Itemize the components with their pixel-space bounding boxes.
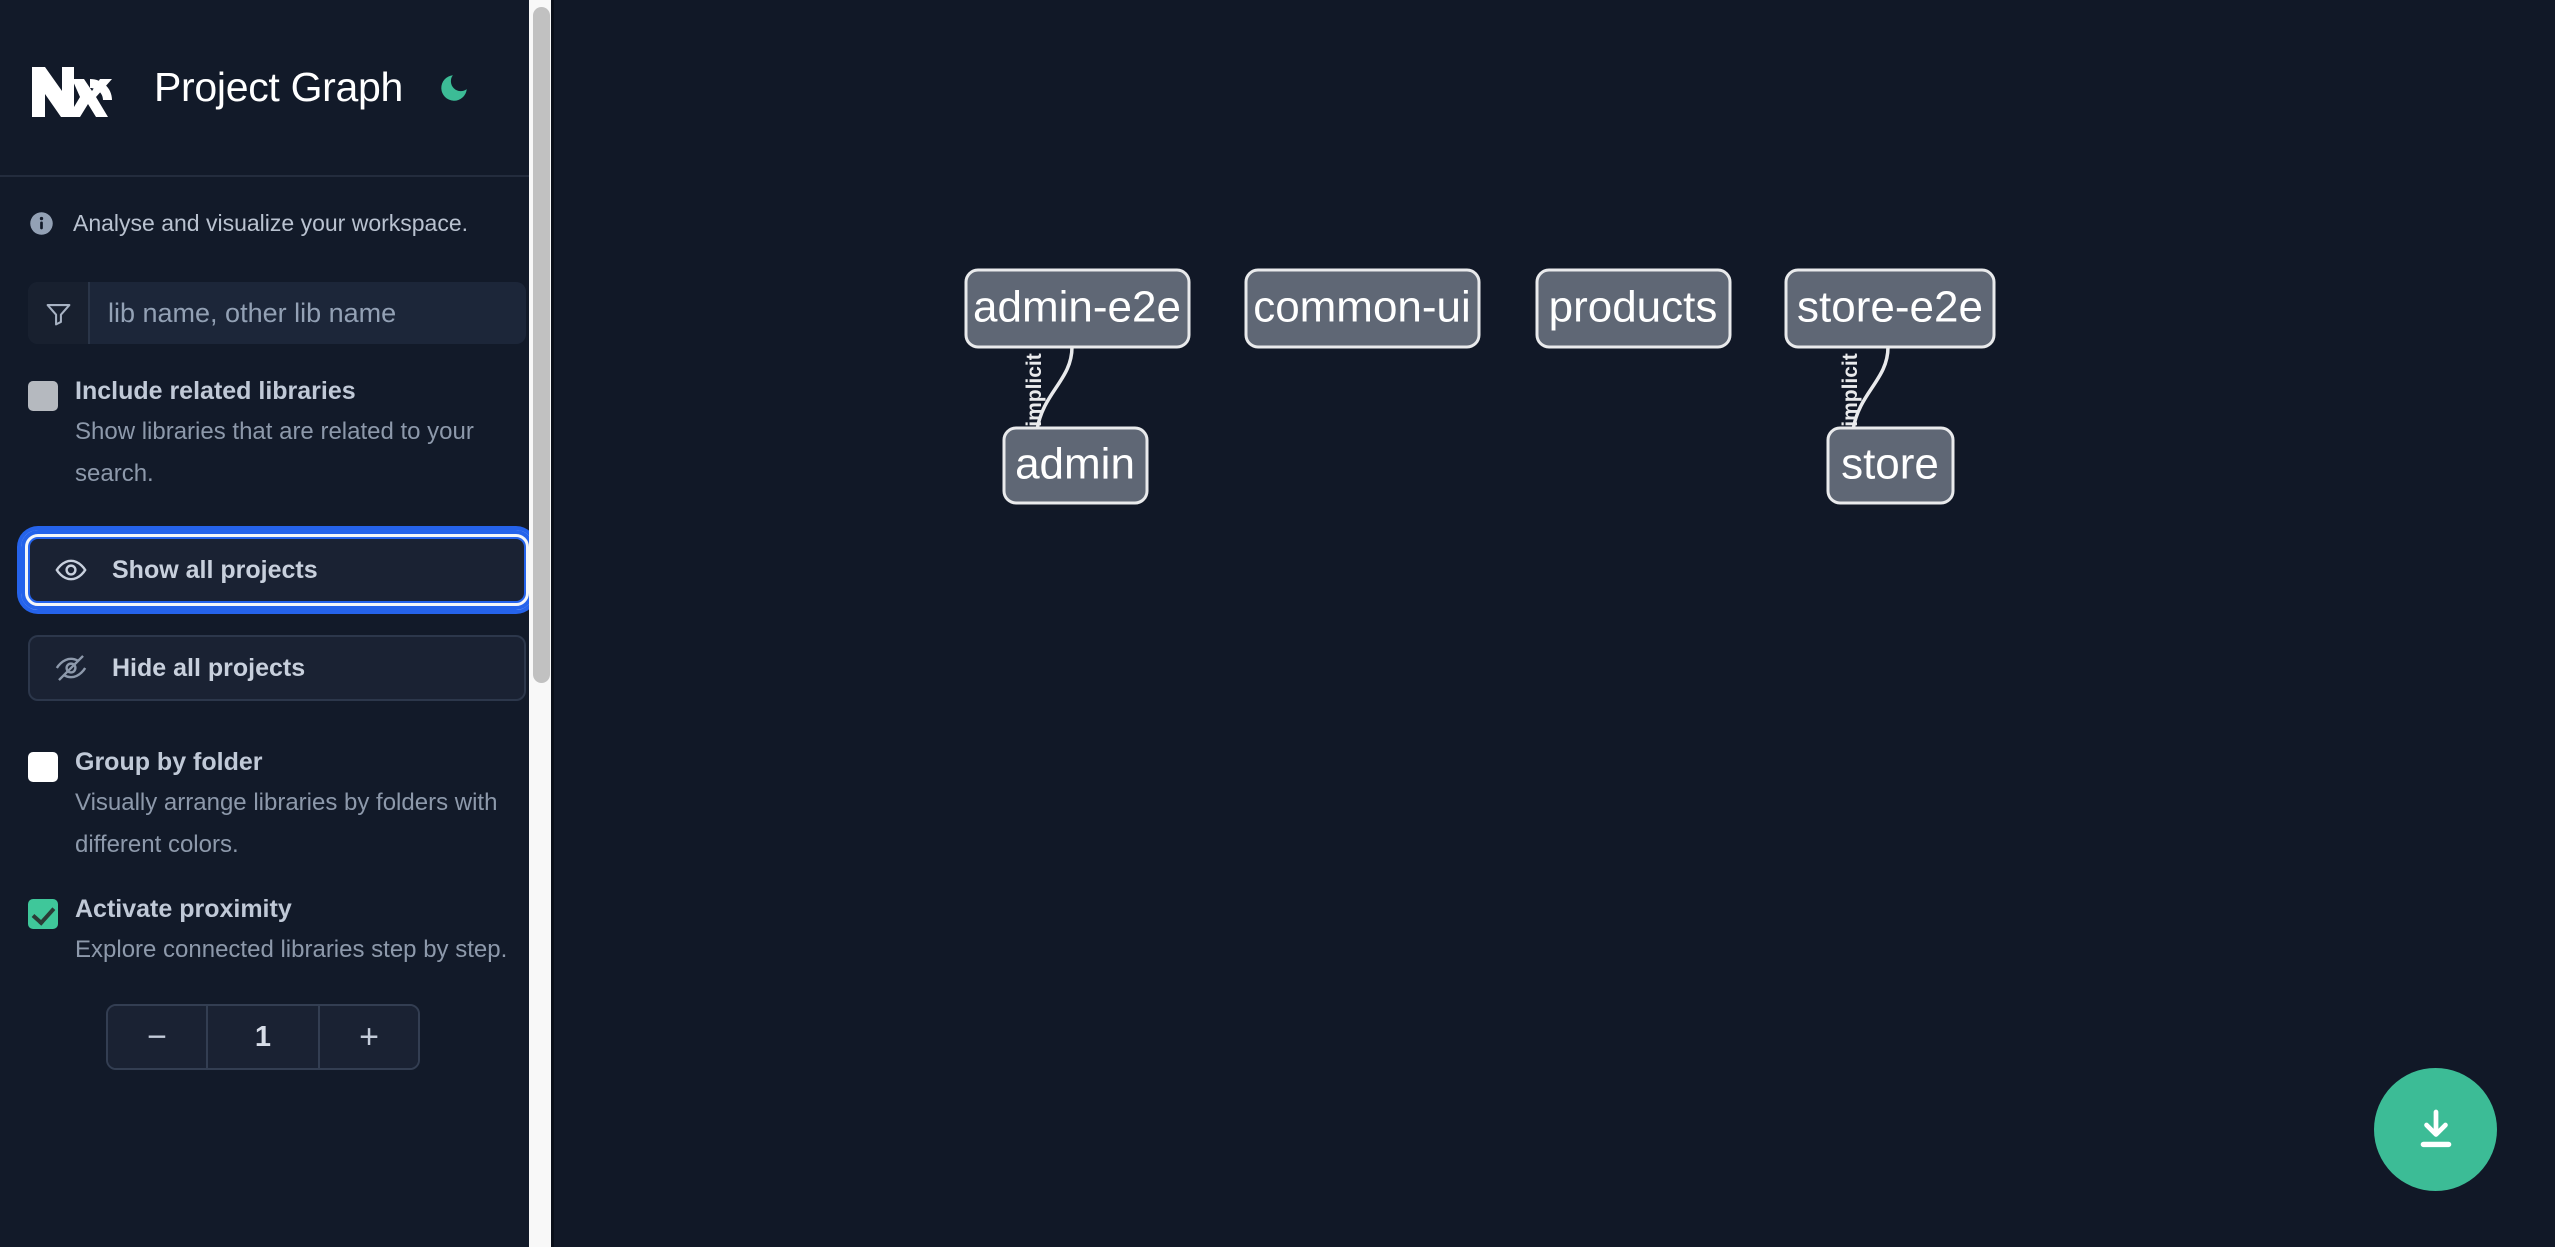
node-products[interactable]: products xyxy=(1535,268,1732,349)
edge-label-implicit: implicit xyxy=(1839,353,1862,427)
search-section xyxy=(0,237,554,344)
graph-edges: implicit implicit xyxy=(1023,346,1890,500)
visibility-buttons: Show all projects Hide all projects xyxy=(0,495,554,701)
sidebar-header: Project Graph xyxy=(0,0,554,177)
checkbox-col xyxy=(28,374,58,495)
proximity-increment-button[interactable]: + xyxy=(320,1006,418,1068)
sidebar: Project Graph Analyse and visualize yo xyxy=(0,0,554,1247)
checkbox-activate-proximity[interactable] xyxy=(28,899,58,929)
info-circle-icon xyxy=(28,210,55,237)
checkbox-col xyxy=(28,745,58,866)
node-label: admin-e2e xyxy=(973,283,1181,332)
workspace-info: Analyse and visualize your workspace. xyxy=(0,177,554,237)
sidebar-scrollbar-thumb[interactable] xyxy=(533,7,550,683)
graph-canvas[interactable]: implicit implicit admin-e2e common-ui xyxy=(554,0,2555,1247)
node-common-ui[interactable]: common-ui xyxy=(1244,268,1481,349)
hide-all-projects-button[interactable]: Hide all projects xyxy=(28,635,526,701)
option-label: Activate proximity xyxy=(75,895,292,923)
project-graph-svg: implicit implicit admin-e2e common-ui xyxy=(964,268,1996,505)
moon-icon[interactable] xyxy=(433,67,475,109)
node-store[interactable]: store xyxy=(1826,426,1955,505)
checkbox-include-related-libraries[interactable] xyxy=(28,381,58,411)
workspace-info-text: Analyse and visualize your workspace. xyxy=(73,210,469,236)
filter-funnel-icon xyxy=(28,282,90,344)
nx-logo xyxy=(28,57,124,119)
hide-all-projects-label: Hide all projects xyxy=(112,653,306,682)
option-description: Explore connected libraries step by step… xyxy=(75,936,508,963)
node-label: common-ui xyxy=(1253,283,1471,332)
page-title: Project Graph xyxy=(154,64,404,110)
checkbox-col xyxy=(28,892,58,971)
option-description: Show libraries that are related to your … xyxy=(75,418,474,487)
option-label: Group by folder xyxy=(75,748,263,776)
eye-icon xyxy=(54,553,88,587)
option-activate-proximity[interactable]: Activate proximity Explore connected lib… xyxy=(0,866,554,971)
search-box[interactable] xyxy=(28,282,526,344)
proximity-decrement-button[interactable]: − xyxy=(108,1006,206,1068)
edge-label-implicit: implicit xyxy=(1023,353,1046,427)
node-label: store xyxy=(1841,440,1939,489)
stepper-divider xyxy=(206,1006,208,1068)
show-all-projects-button[interactable]: Show all projects xyxy=(21,530,533,610)
checkbox-group-by-folder[interactable] xyxy=(28,752,58,782)
node-admin-e2e[interactable]: admin-e2e xyxy=(964,268,1191,349)
proximity-value: 1 xyxy=(254,1020,272,1053)
option-text: Activate proximity Explore connected lib… xyxy=(75,892,526,971)
download-button[interactable] xyxy=(2374,1068,2497,1191)
option-description: Visually arrange libraries by folders wi… xyxy=(75,789,498,858)
option-text: Include related libraries Show libraries… xyxy=(75,374,526,495)
node-label: store-e2e xyxy=(1797,283,1983,332)
node-store-e2e[interactable]: store-e2e xyxy=(1784,268,1996,349)
show-all-projects-label: Show all projects xyxy=(112,555,318,584)
node-admin[interactable]: admin xyxy=(1002,426,1149,505)
sidebar-scrollbar[interactable] xyxy=(529,0,554,1247)
search-input[interactable] xyxy=(90,282,526,344)
sidebar-content: Project Graph Analyse and visualize yo xyxy=(0,0,554,1247)
proximity-stepper: − 1 + xyxy=(106,1004,420,1070)
node-label: admin xyxy=(1015,440,1135,489)
option-text: Group by folder Visually arrange librari… xyxy=(75,745,526,866)
proximity-stepper-wrap: − 1 + xyxy=(0,971,554,1070)
stepper-divider xyxy=(318,1006,320,1068)
sidebar-edge xyxy=(551,0,554,1247)
option-label: Include related libraries xyxy=(75,377,356,405)
option-include-related-libraries[interactable]: Include related libraries Show libraries… xyxy=(0,344,554,495)
download-icon xyxy=(2420,1109,2451,1147)
eye-off-icon xyxy=(54,651,88,685)
option-group-by-folder[interactable]: Group by folder Visually arrange librari… xyxy=(0,701,554,866)
graph-nodes: admin-e2e common-ui products store-e2e a… xyxy=(964,268,1996,505)
node-label: products xyxy=(1549,283,1718,332)
